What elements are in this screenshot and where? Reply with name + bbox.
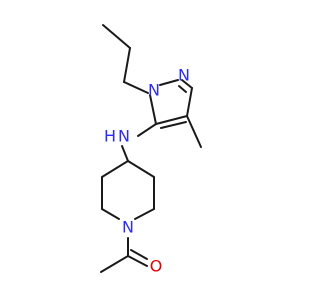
bond-carbonyl-o-double <box>130 249 148 260</box>
bond-pip-n1-c6 <box>134 208 155 220</box>
atom-label-n: N <box>178 66 190 85</box>
atom-label-n: N <box>122 218 134 237</box>
atom-label-o: O <box>150 257 163 276</box>
bond-c5-c4 <box>155 115 188 125</box>
bond-propyl-c3-c2 <box>102 24 131 49</box>
atom-label-h: H <box>104 127 116 146</box>
bond-carbonyl-o <box>127 255 148 267</box>
bond-c5-nh <box>137 123 157 137</box>
bond-n1-n2 <box>159 79 179 86</box>
atom-label-n: N <box>148 81 160 100</box>
atom-label-n: N <box>118 127 130 146</box>
bond-c3-n2 <box>181 79 193 89</box>
bond-c5-c4-double <box>160 121 187 129</box>
bond-carbonyl-methyl <box>100 255 129 273</box>
atom-o-carbonyl: O <box>150 257 163 276</box>
bond-n1-c5 <box>149 94 157 125</box>
molecule-structure: N N N H N O <box>100 24 202 276</box>
bond-c4-methyl <box>186 115 202 148</box>
bond-pip-c2-n1 <box>101 208 120 220</box>
bond-c4-c3 <box>186 87 193 117</box>
atom-n-pyrazole-1: N <box>148 81 160 100</box>
atom-n-pyrazole-2: N <box>178 66 190 85</box>
bond-nh-pip-c4 <box>121 145 129 162</box>
bond-c3-n2-double <box>178 85 187 93</box>
bond-propyl-c1-n1 <box>123 81 149 94</box>
bond-propyl-c2-c1 <box>123 47 131 83</box>
bond-pip-c4-c3 <box>101 160 129 178</box>
bond-pip-c5-c4 <box>127 160 155 178</box>
atom-n-piperidine: N <box>122 218 134 237</box>
atom-nh-amine: N H <box>104 127 130 146</box>
